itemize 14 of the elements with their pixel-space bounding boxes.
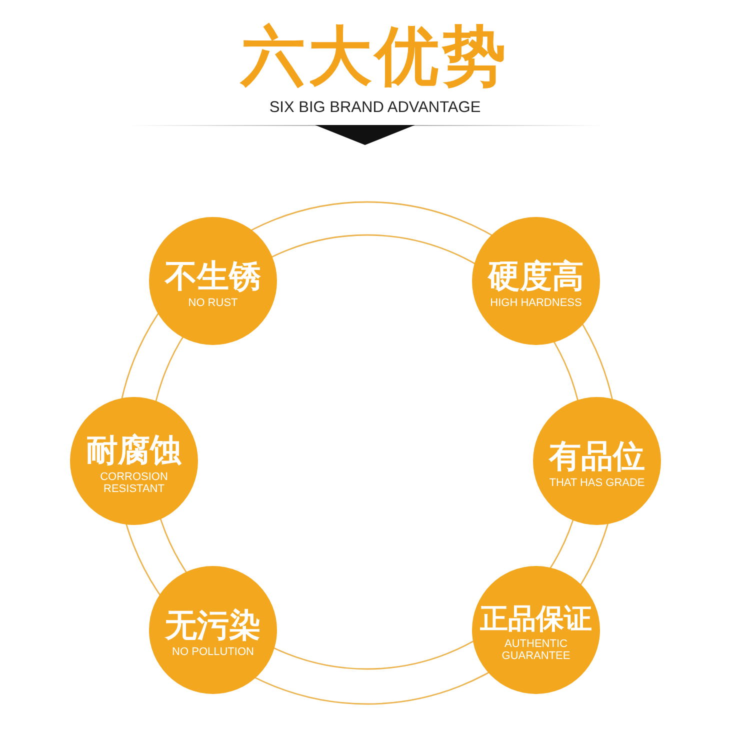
feature-title: 正品保证 — [480, 604, 592, 632]
feature-title: 无污染 — [165, 608, 261, 640]
feature-title: 有品位 — [549, 440, 645, 472]
feature-subtitle: NO POLLUTION — [172, 646, 254, 658]
feature-title: 硬度高 — [488, 260, 584, 292]
feature-subtitle: HIGH HARDNESS — [490, 296, 582, 308]
feature-title: 不生锈 — [165, 260, 261, 292]
feature-subtitle: NO RUST — [188, 296, 238, 308]
page-title: 六大优势 — [241, 19, 509, 94]
feature-subtitle: AUTHENTIC GUARANTEE — [500, 638, 572, 662]
feature-subtitle: THAT HAS GRADE — [549, 476, 645, 488]
feature-subtitle: CORROSION RESISTANT — [99, 470, 169, 494]
page-subtitle: SIX BIG BRAND ADVANTAGE — [269, 98, 481, 118]
feature-title: 耐腐蚀 — [86, 434, 182, 466]
